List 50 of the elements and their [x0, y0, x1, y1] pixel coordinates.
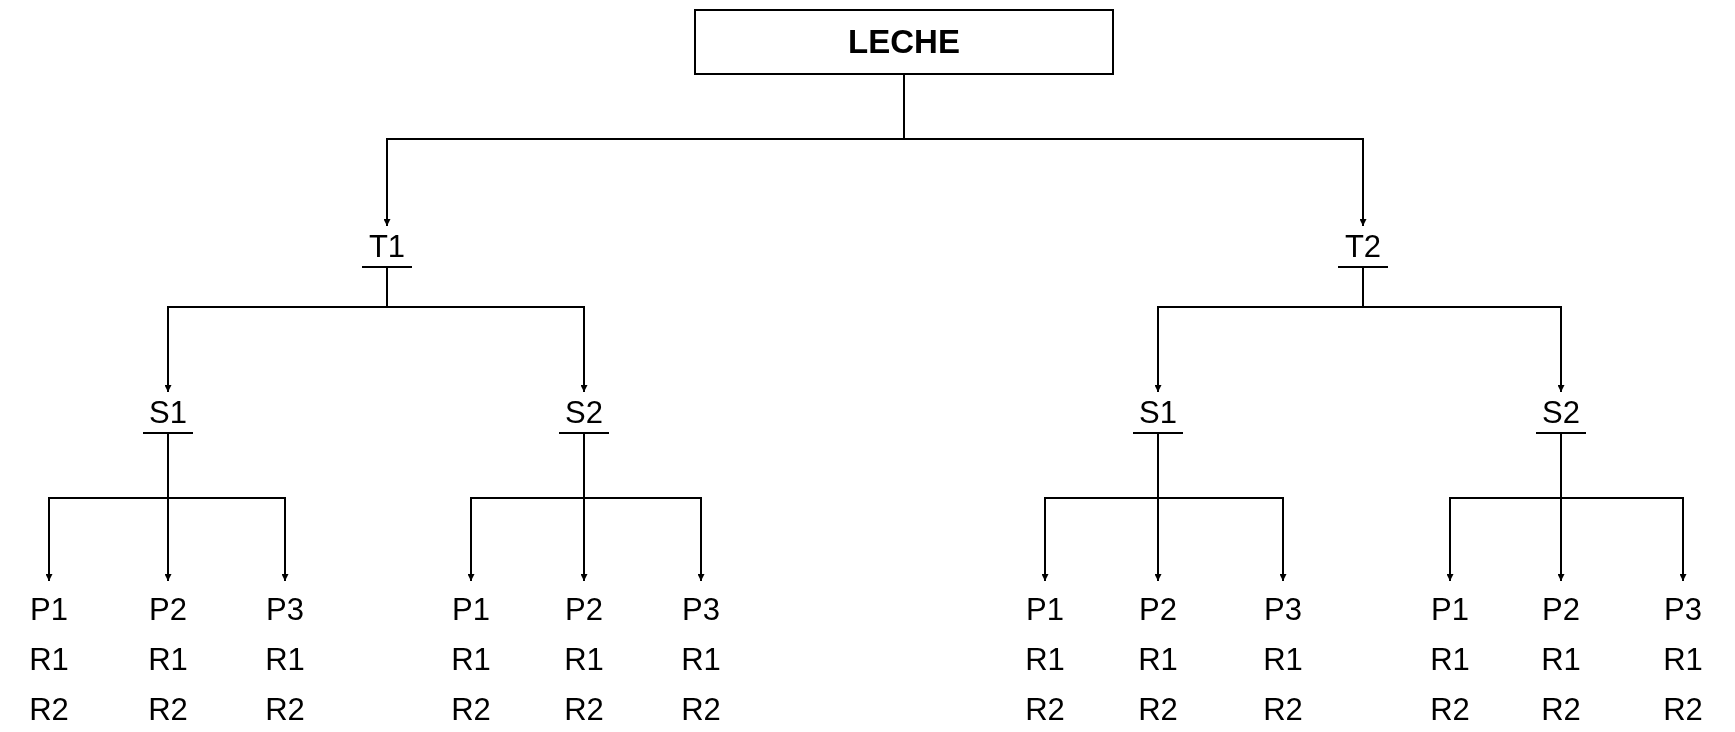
- node-label: P1: [1025, 591, 1065, 629]
- node-label: R2: [1540, 691, 1582, 729]
- node-label: P1: [1430, 591, 1470, 629]
- node-label: P3: [1663, 591, 1703, 629]
- node-label: P1: [451, 591, 491, 629]
- node-label: R1: [264, 641, 306, 679]
- node-label: R1: [1429, 641, 1471, 679]
- node-label: R2: [1262, 691, 1304, 729]
- node-label: R2: [680, 691, 722, 729]
- arrow: [1362, 267, 1565, 393]
- node-label: R2: [1024, 691, 1066, 729]
- node-label: P2: [148, 591, 188, 629]
- node-label: P2: [564, 591, 604, 629]
- node-label: R2: [147, 691, 189, 729]
- node-label: R2: [1429, 691, 1471, 729]
- node-label: P2: [1138, 591, 1178, 629]
- node-label: R1: [1662, 641, 1704, 679]
- node-label: P3: [265, 591, 305, 629]
- arrow: [167, 433, 289, 582]
- node-label: R2: [264, 691, 306, 729]
- node-label: T1: [367, 230, 407, 264]
- node-label: T2: [1343, 230, 1383, 264]
- node-label: R1: [450, 641, 492, 679]
- node-label: R1: [680, 641, 722, 679]
- node-label: R1: [1137, 641, 1179, 679]
- node-label: R2: [450, 691, 492, 729]
- node-label: R1: [563, 641, 605, 679]
- node-label: P3: [1263, 591, 1303, 629]
- node-label: R2: [1662, 691, 1704, 729]
- node-label: R1: [1262, 641, 1304, 679]
- process-box: [694, 9, 1114, 75]
- node-label: S2: [564, 396, 604, 430]
- arrow: [1157, 433, 1287, 582]
- node-label: R2: [1137, 691, 1179, 729]
- arrow: [386, 267, 588, 393]
- node-label: R1: [147, 641, 189, 679]
- arrow: [1560, 433, 1687, 582]
- box-title: LECHE: [848, 23, 960, 61]
- node-label: P1: [29, 591, 69, 629]
- node-label: S2: [1541, 396, 1581, 430]
- node-label: S1: [148, 396, 188, 430]
- node-label: R2: [28, 691, 70, 729]
- node-label: P3: [681, 591, 721, 629]
- node-label: R1: [1024, 641, 1066, 679]
- node-label: R1: [1540, 641, 1582, 679]
- node-label: R2: [563, 691, 605, 729]
- node-label: S1: [1138, 396, 1178, 430]
- node-label: R1: [28, 641, 70, 679]
- node-label: P2: [1541, 591, 1581, 629]
- arrow: [583, 433, 705, 582]
